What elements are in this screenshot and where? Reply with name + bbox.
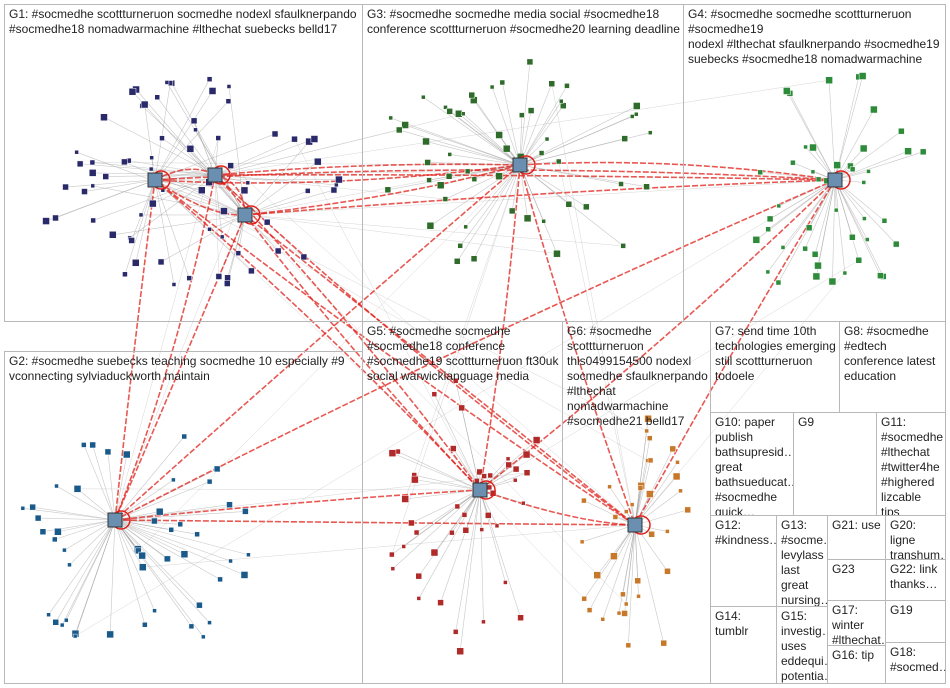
group-g5-label: G5: #socmedhe socmedhe #socmedhe18 confe… [367, 324, 560, 384]
group-g1-label: G1: #socmedhe scottturneruon socmedhe no… [9, 7, 360, 37]
group-g14: G14: tumblr [710, 606, 777, 684]
group-g18: G18: #socmed… [885, 642, 946, 684]
group-g13-label: G13: #socme… levylass last great nursing… [781, 518, 825, 607]
group-g16-label: G16: tip [832, 648, 883, 663]
group-g16: G16: tip [827, 645, 886, 684]
group-g22-label: G22: link thanks… [890, 562, 943, 592]
group-g15: G15: investig… uses eddequi… potentia… [776, 606, 828, 684]
group-g23: G23 [827, 559, 886, 601]
group-g9: G9 [793, 412, 877, 516]
group-g18-label: G18: #socmed… [890, 645, 943, 675]
group-g5: G5: #socmedhe socmedhe #socmedhe18 confe… [362, 321, 563, 684]
group-g15-label: G15: investig… uses eddequi… potentia… [781, 609, 825, 684]
group-g21: G21: use [827, 515, 886, 560]
group-g21-label: G21: use [832, 518, 883, 533]
group-g4-label: G4: #socmedhe socmedhe scottturneruon #s… [688, 7, 943, 67]
group-g7: G7: send time 10th technologies emerging… [710, 321, 840, 413]
group-g12: G12: #kindness… [710, 515, 777, 607]
group-g8: G8: #socmedhe #edtech conference latest … [839, 321, 946, 413]
group-g9-label: G9 [798, 415, 874, 430]
group-g2-label: G2: #socmedhe suebecks teaching socmedhe… [9, 354, 360, 384]
group-g19-label: G19 [890, 603, 943, 618]
group-g20-label: G20: ligne transhum… #socmed… [890, 518, 943, 560]
group-g7-label: G7: send time 10th technologies emerging… [715, 324, 837, 384]
group-g19: G19 [885, 600, 946, 643]
group-g8-label: G8: #socmedhe #edtech conference latest … [844, 324, 943, 384]
group-g6-label: G6: #socmedhe scottturneruon this0499154… [567, 324, 708, 429]
group-g17: G17: winter #lthechat… [827, 600, 886, 646]
group-g11: G11: #socmedhe #lthechat #twitter4he #hi… [876, 412, 946, 516]
group-g3: G3: #socmedhe socmedhe media social #soc… [362, 4, 684, 322]
group-g4: G4: #socmedhe socmedhe scottturneruon #s… [683, 4, 946, 322]
group-g20: G20: ligne transhum… #socmed… [885, 515, 946, 560]
group-g13: G13: #socme… levylass last great nursing… [776, 515, 828, 607]
group-g10-label: G10: paper publish bathsupresid… great b… [715, 415, 791, 516]
group-g11-label: G11: #socmedhe #lthechat #twitter4he #hi… [881, 415, 943, 516]
group-g1: G1: #socmedhe scottturneruon socmedhe no… [4, 4, 363, 322]
group-g12-label: G12: #kindness… [715, 518, 774, 548]
group-g17-label: G17: winter #lthechat… [832, 603, 883, 646]
group-g6: G6: #socmedhe scottturneruon this0499154… [562, 321, 711, 684]
group-g22: G22: link thanks… [885, 559, 946, 601]
group-g23-label: G23 [832, 562, 883, 577]
group-g2: G2: #socmedhe suebecks teaching socmedhe… [4, 351, 363, 684]
group-g3-label: G3: #socmedhe socmedhe media social #soc… [367, 7, 681, 37]
group-g10: G10: paper publish bathsupresid… great b… [710, 412, 794, 516]
group-g14-label: G14: tumblr [715, 609, 774, 639]
